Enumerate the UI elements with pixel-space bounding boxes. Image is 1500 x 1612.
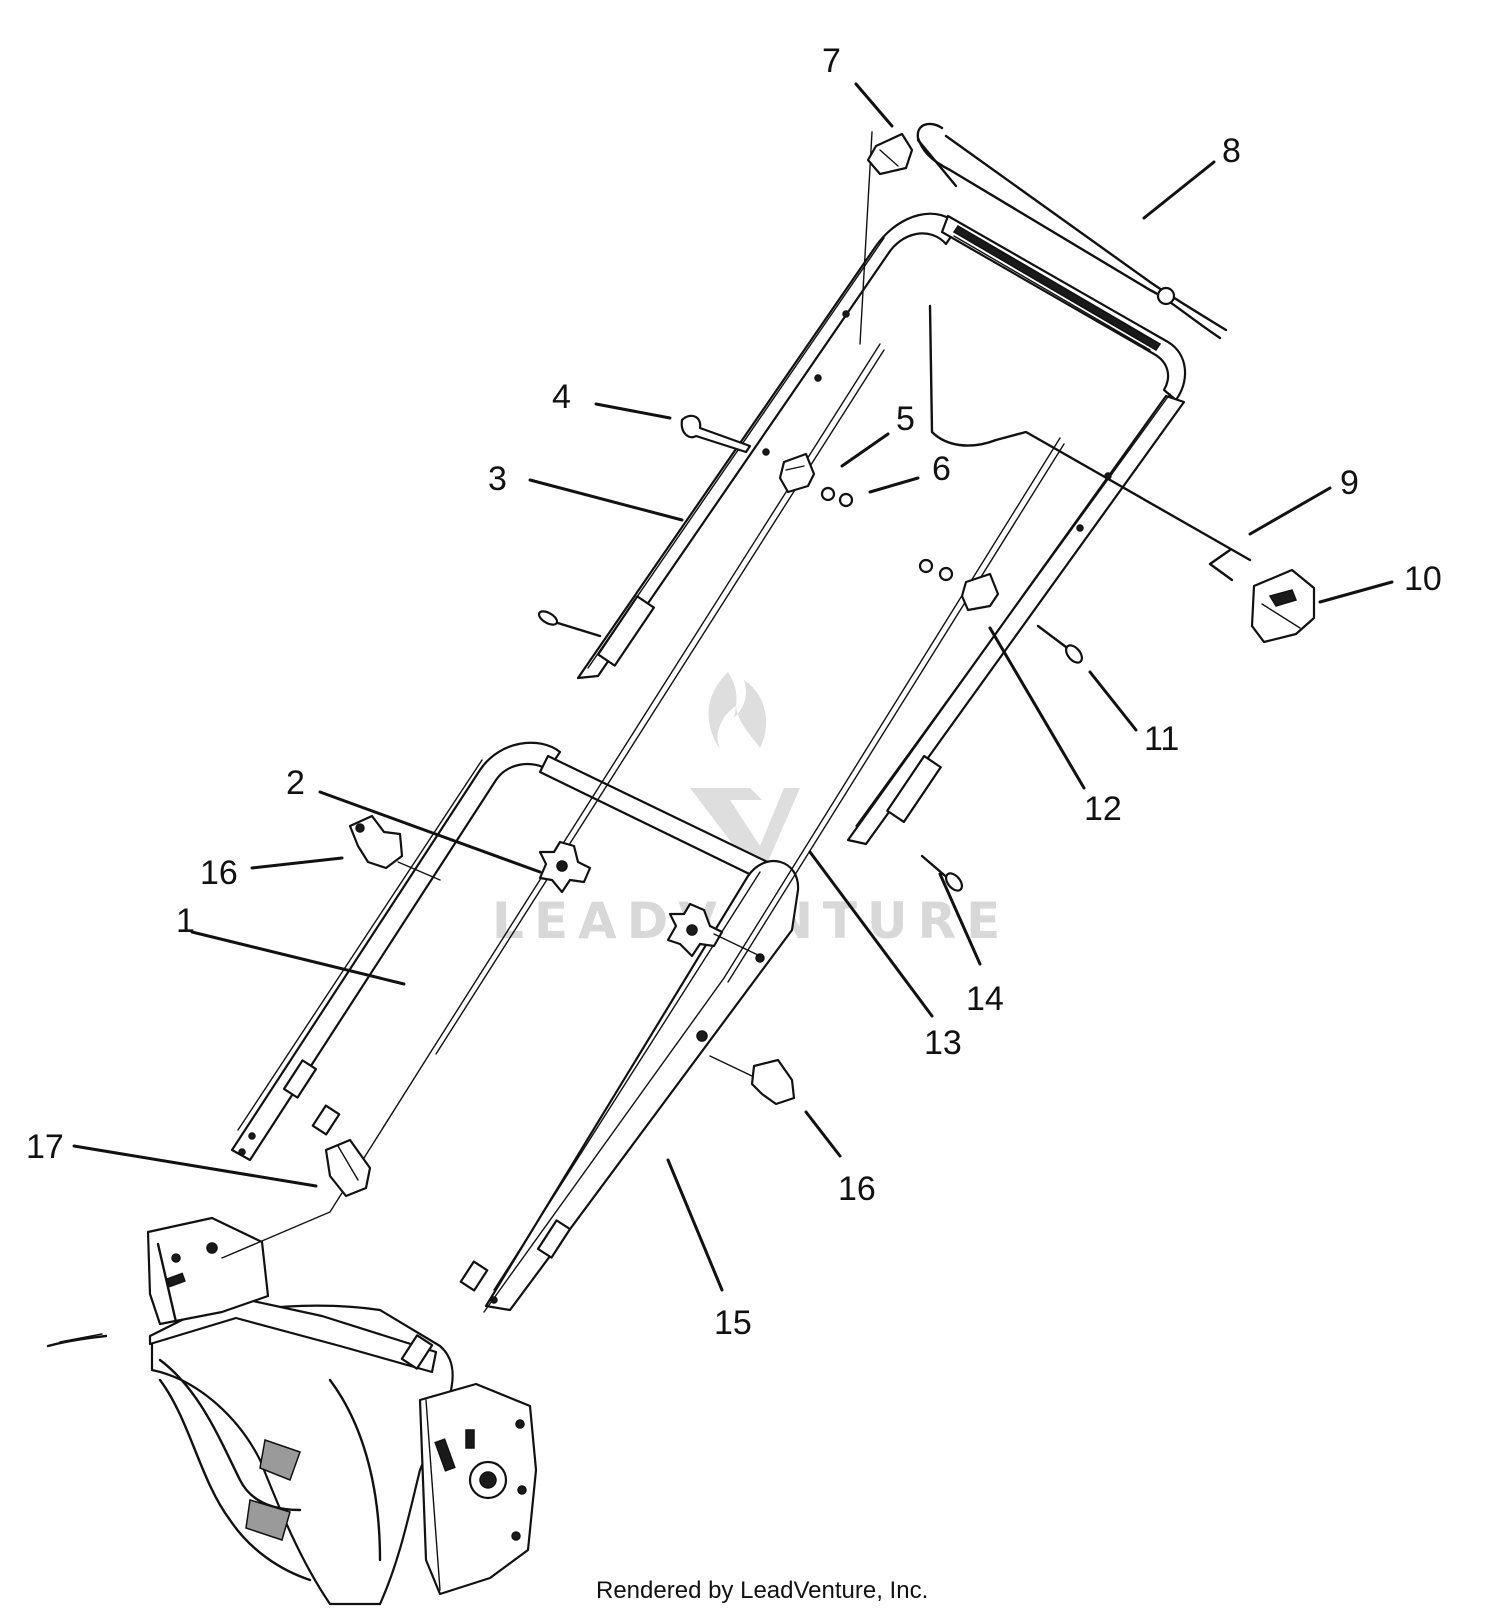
callout-15: 15 (714, 1304, 752, 1342)
callout-16-lower: 16 (838, 1170, 876, 1208)
leader-1 (190, 930, 406, 986)
leader-12 (988, 626, 1086, 790)
leader-4 (594, 402, 672, 420)
callout-2: 2 (286, 764, 305, 802)
control-bail (916, 122, 1228, 340)
washer-12b (938, 566, 954, 582)
callout-7: 7 (822, 42, 841, 80)
throttle-control-10 (1250, 568, 1316, 644)
leader-8 (1142, 160, 1216, 220)
nut-12a (918, 558, 934, 574)
deck-left-bracket (146, 1216, 270, 1326)
callout-4: 4 (552, 378, 571, 416)
callout-16-upper: 16 (200, 854, 238, 892)
leader-14 (938, 872, 982, 966)
cable-guide-12 (960, 572, 1000, 612)
cable-right (483, 437, 1061, 1313)
callout-17: 17 (26, 1128, 64, 1166)
cable-guide-5 (778, 452, 816, 494)
cable-left (221, 343, 881, 1259)
pin-4 (680, 414, 752, 454)
callout-8: 8 (1222, 132, 1241, 170)
callout-5: 5 (896, 400, 915, 438)
throttle-rod (928, 304, 1252, 562)
leader-6 (868, 476, 920, 494)
callout-9: 9 (1340, 464, 1359, 502)
lower-handle (230, 741, 800, 1312)
lower-handle-right-tube (484, 859, 800, 1312)
washer-6 (820, 486, 836, 502)
callout-6: 6 (932, 450, 951, 488)
deck-housing (150, 1304, 454, 1606)
leader-15 (666, 1158, 724, 1292)
leader-5 (840, 432, 890, 468)
callout-labels: 1 2 3 4 5 6 7 8 9 10 11 12 13 14 15 16 1… (26, 42, 1442, 1342)
deck-top-plate (148, 1294, 438, 1374)
nut-6 (838, 492, 854, 508)
hardware (324, 132, 1316, 1198)
leader-10 (1318, 580, 1394, 604)
flame-icon (708, 672, 767, 752)
leader-2 (318, 790, 542, 874)
upper-handle (576, 212, 1187, 846)
callout-12: 12 (1084, 790, 1122, 828)
callout-3: 3 (488, 460, 507, 498)
leader-16b (804, 1110, 842, 1158)
footer-credit: Rendered by LeadVenture, Inc. (596, 1577, 928, 1604)
leader-7 (854, 82, 894, 128)
leader-9 (1248, 486, 1332, 536)
leader-3 (528, 478, 684, 522)
callout-leaders (72, 82, 1394, 1292)
lower-handle-left-tube (230, 741, 562, 1162)
leader-17 (72, 1144, 318, 1188)
leader-11 (1088, 670, 1138, 732)
callout-10: 10 (1404, 560, 1442, 598)
leader-13 (808, 850, 934, 1018)
leader-16a (250, 856, 344, 870)
cable-grip-17 (324, 1138, 372, 1198)
cable-clip-7 (866, 132, 914, 176)
callout-1: 1 (176, 902, 195, 940)
callout-11: 11 (1144, 720, 1179, 758)
upper-handle-right-tube (846, 394, 1186, 846)
callout-13: 13 (924, 1024, 962, 1062)
callout-14: 14 (966, 980, 1004, 1018)
handle-knob-16b (750, 1058, 796, 1106)
mower-deck (46, 1216, 538, 1606)
bolt-11 (1036, 624, 1072, 652)
v-chevron-icon (690, 788, 800, 880)
